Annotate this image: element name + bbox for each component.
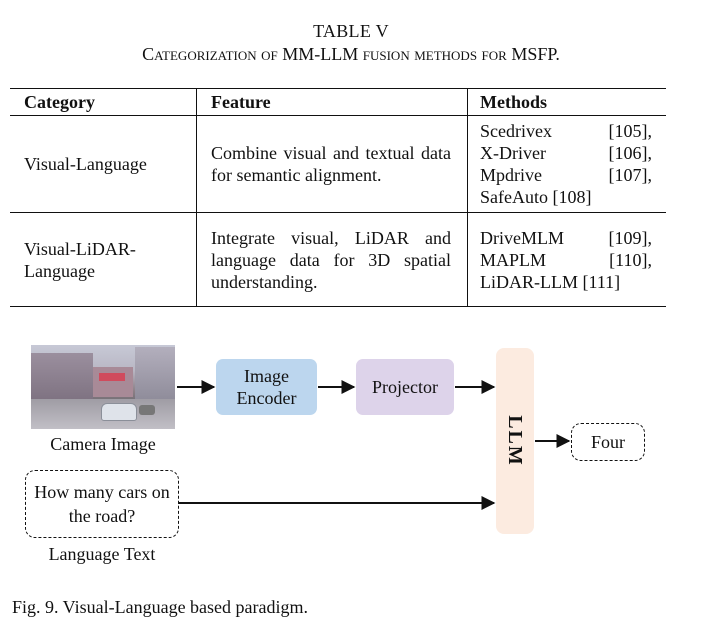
row-category: Visual-LiDAR-Language <box>10 212 197 307</box>
header-feature: Feature <box>196 88 468 116</box>
table-row: Visual-Language Combine visual and textu… <box>10 115 666 213</box>
llm-box: LLM <box>496 348 534 534</box>
row-category: Visual-Language <box>10 115 197 213</box>
method-name: Mpdrive <box>480 165 542 185</box>
method-name: X-Driver <box>480 143 546 163</box>
method-name: SafeAuto [108] <box>480 187 592 207</box>
table-header-row: Category Feature Methods <box>10 88 666 116</box>
paradigm-figure: Camera Image Image Encoder Projector LLM… <box>0 330 702 590</box>
camera-image-label: Camera Image <box>50 434 156 454</box>
row-feature: Integrate visual, LiDAR and language dat… <box>196 212 468 307</box>
answer-text: Four <box>590 432 625 452</box>
answer-box: Four <box>571 423 645 461</box>
method-entry: X-Driver [106], <box>480 142 652 164</box>
figure-caption: Fig. 9. Visual-Language based paradigm. <box>12 597 309 617</box>
question-box: How many cars on the road? <box>25 470 179 538</box>
projector-label: Projector <box>372 377 438 397</box>
method-entry: Scedrivex [105], <box>480 120 652 142</box>
method-ref: [107], <box>608 165 653 185</box>
row-methods: Scedrivex [105], X-Driver [106], Mpdrive… <box>467 115 666 213</box>
table-row: Visual-LiDAR-Language Integrate visual, … <box>10 212 666 307</box>
row-feature: Combine visual and textual data for sema… <box>196 115 468 213</box>
method-ref: [106], <box>608 143 653 163</box>
row-methods: DriveMLM [109], MAPLM [110], LiDAR-LLM [… <box>467 212 666 307</box>
method-entry: Mpdrive [107], <box>480 164 652 186</box>
fusion-methods-table: Category Feature Methods Visual-Language… <box>10 88 666 307</box>
method-entry: SafeAuto [108] <box>480 186 652 208</box>
method-ref: [105], <box>608 121 653 141</box>
projector-box: Projector <box>356 359 454 415</box>
header-methods: Methods <box>467 88 666 116</box>
camera-image <box>31 345 175 429</box>
question-text: How many cars on the road? <box>34 482 170 526</box>
flow-arrows <box>177 380 571 510</box>
table-caption: Categorization of MM-LLM fusion methods … <box>142 44 560 64</box>
table-label: TABLE V <box>313 21 389 41</box>
header-category: Category <box>10 88 197 116</box>
image-encoder-box: Image Encoder <box>216 359 317 415</box>
language-text-label: Language Text <box>48 544 156 564</box>
method-name: Scedrivex <box>480 121 552 141</box>
image-encoder-label: Image Encoder <box>236 366 297 408</box>
